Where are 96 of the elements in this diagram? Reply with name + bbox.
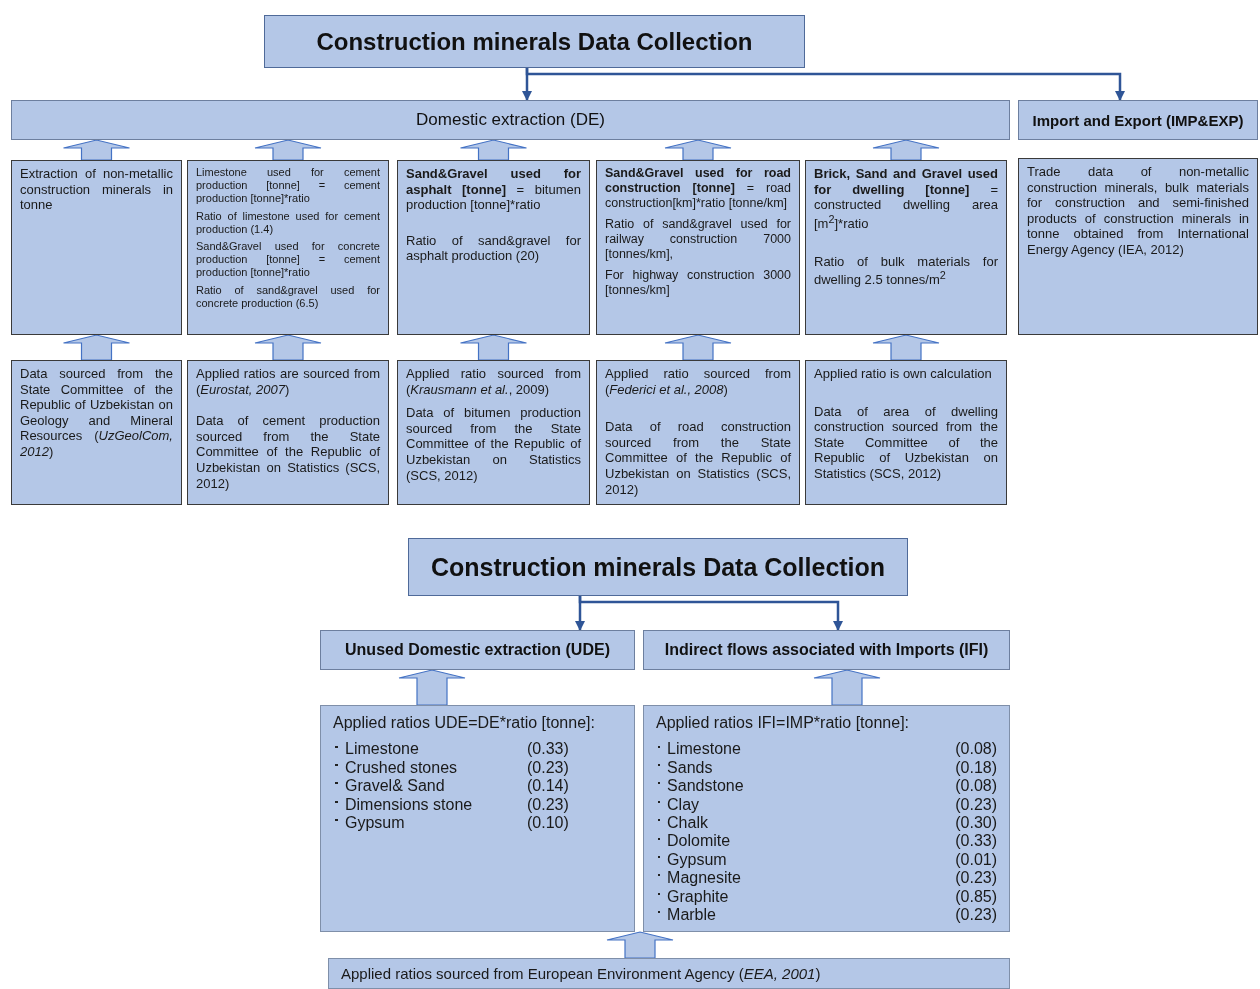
ratio-value: (0.14) xyxy=(527,777,569,796)
description-text: Limestone used for cement production [tonne] = cement production [tonne]*ratio xyxy=(196,166,380,206)
description-text: Sand&Gravel used for concrete production [tonne] = cement production [tonne]*ratio xyxy=(196,239,380,280)
category-header xyxy=(1018,100,1258,140)
mineral-name: Chalk xyxy=(667,813,709,833)
description-text: Applied ratio is own calculation xyxy=(814,366,993,382)
ratio-list-box xyxy=(320,705,635,932)
description-text: Ratio of sand&gravel for asphalt production (20) xyxy=(406,232,581,264)
description-text: Data of bitumen production sourced from the State Committee of the Republic of Uzbekistan on Statistics (SCS, 2012) xyxy=(406,405,581,484)
mineral-name: Limestone xyxy=(667,740,742,759)
ratio-value: (0.33) xyxy=(527,740,569,759)
header-text: Applied ratios sourced from European Environment Agency (EEA, 2001) xyxy=(341,965,821,982)
ratio-value: (0.01) xyxy=(955,850,997,870)
list-heading: Applied ratios IFI=IMP*ratio [tonne]: xyxy=(656,714,910,733)
description-text: Brick, Sand and Gravel used for dwelling [tonne] = constructed dwelling area [m$^{2}$]*ratio xyxy=(814,166,998,232)
description-text: Ratio of sand&gravel used for railway construction 7000 [tonnes/km], xyxy=(605,217,791,262)
source-box xyxy=(397,360,590,505)
mineral-name: Gypsum xyxy=(667,850,728,870)
mineral-name: Marble xyxy=(667,905,717,925)
ratio-value: (0.33) xyxy=(955,832,997,851)
source-box xyxy=(328,958,1010,989)
description-text: Data sourced from the State Committee of the Republic of Uzbekistan on Geology and Mineral Resources (UzGeolCom, 2012) xyxy=(20,366,173,460)
description-text: Data of cement production sourced from the State Committee of the Republic of Uzbekistan on Statistics (SCS, 2012) xyxy=(196,413,380,492)
method-box xyxy=(805,160,1007,335)
method-box xyxy=(596,160,800,335)
ratio-value: (0.18) xyxy=(955,758,997,778)
category-header xyxy=(320,630,635,670)
method-box xyxy=(1018,158,1258,335)
mineral-name: Dolomite xyxy=(667,832,732,851)
mineral-name: Gypsum xyxy=(345,813,406,833)
block-arrow xyxy=(459,334,528,361)
ratio-value: (0.08) xyxy=(955,777,997,796)
block-arrow xyxy=(664,334,732,361)
block-arrow xyxy=(872,139,940,161)
description-text: Ratio of limestone used for cement production (1.4) xyxy=(196,209,380,236)
description-text: Ratio of sand&gravel used for concrete production (6.5) xyxy=(196,283,380,310)
mineral-name: Clay xyxy=(667,795,701,814)
ratio-value: (0.08) xyxy=(955,740,997,759)
mineral-name: Sandstone xyxy=(667,777,745,796)
mineral-name: Crushed stones xyxy=(345,758,459,778)
block-arrow xyxy=(664,139,732,161)
mineral-name: Limestone xyxy=(345,740,420,759)
arrow xyxy=(578,596,843,631)
description-text: Trade data of non-metallic construction minerals, bulk materials for construction and semi-finished products of construction minerals in tonne obtained from International Energy Agency (IEA, 2012) xyxy=(1027,164,1249,258)
block-arrow xyxy=(606,931,674,959)
block-arrow xyxy=(62,139,131,161)
method-box xyxy=(187,160,389,335)
title-text: Construction minerals Data Collection xyxy=(316,27,753,56)
description-text: Data of area of dwelling construction sourced from the State Committee of the Republic of Uzbekistan on Statistics (SCS, 2012) xyxy=(814,403,998,482)
mineral-name: Gravel& Sand xyxy=(345,777,446,796)
ratio-value: (0.30) xyxy=(955,813,997,833)
block-arrow xyxy=(254,334,322,361)
block-arrow xyxy=(62,334,131,361)
category-header xyxy=(11,100,1010,140)
title-box xyxy=(264,15,805,68)
arrow xyxy=(525,67,1125,101)
description-text: Sand&Gravel used for road construction [tonne] = road construction[km]*ratio [tonne/km] xyxy=(605,166,791,211)
block-arrow xyxy=(459,139,528,161)
ratio-value: (0.23) xyxy=(955,905,997,925)
list-heading: Applied ratios UDE=DE*ratio [tonne]: xyxy=(333,714,596,733)
block-arrow xyxy=(813,669,881,706)
method-box xyxy=(11,160,182,335)
description-text: Sand&Gravel used for asphalt [tonne] = bitumen production [tonne]*ratio xyxy=(406,166,581,213)
description-text: Applied ratio sourced from (Federici et al., 2008) xyxy=(605,366,791,398)
ratio-value: (0.85) xyxy=(955,887,997,906)
description-text: Extraction of non-metallic construction minerals in tonne xyxy=(20,166,173,213)
header-text: Import and Export (IMP&EXP) xyxy=(1032,111,1244,129)
mineral-name: Graphite xyxy=(667,887,730,906)
header-text: Indirect flows associated with Imports (IFI) xyxy=(664,641,989,659)
title-box xyxy=(408,538,908,596)
ratio-value: (0.23) xyxy=(955,795,997,814)
ratio-value: (0.10) xyxy=(527,813,569,833)
source-box xyxy=(805,360,1007,505)
title-text: Construction minerals Data Collection xyxy=(430,552,886,582)
header-text: Unused Domestic extraction (UDE) xyxy=(345,641,610,659)
description-text: Ratio of bulk materials for dwelling 2.5 tonnes/m$^{2}$ xyxy=(814,253,998,289)
description-text: Applied ratio sourced from (Krausmann et al., 2009) xyxy=(406,366,581,398)
ratio-value: (0.23) xyxy=(955,869,997,888)
ratio-list-box xyxy=(643,705,1010,932)
mineral-name: Sands xyxy=(667,758,714,778)
header-text: Domestic extraction (DE) xyxy=(416,110,605,130)
source-box xyxy=(187,360,389,505)
description-text: For highway construction 3000 [tonnes/km] xyxy=(605,268,791,298)
description-text: Data of road construction sourced from the State Committee of the Republic of Uzbekistan on Statistics (SCS, 2012) xyxy=(605,419,791,498)
mineral-name: Magnesite xyxy=(667,869,742,888)
block-arrow xyxy=(398,669,466,706)
ratio-value: (0.23) xyxy=(527,758,569,778)
mineral-name: Dimensions stone xyxy=(345,795,474,814)
category-header xyxy=(643,630,1010,670)
source-box xyxy=(11,360,182,505)
ratio-value: (0.23) xyxy=(527,795,569,814)
description-text: Applied ratios are sourced from (Eurostat, 2007) xyxy=(196,366,380,398)
block-arrow xyxy=(872,334,940,361)
source-box xyxy=(596,360,800,505)
method-box xyxy=(397,160,590,335)
block-arrow xyxy=(254,139,322,161)
